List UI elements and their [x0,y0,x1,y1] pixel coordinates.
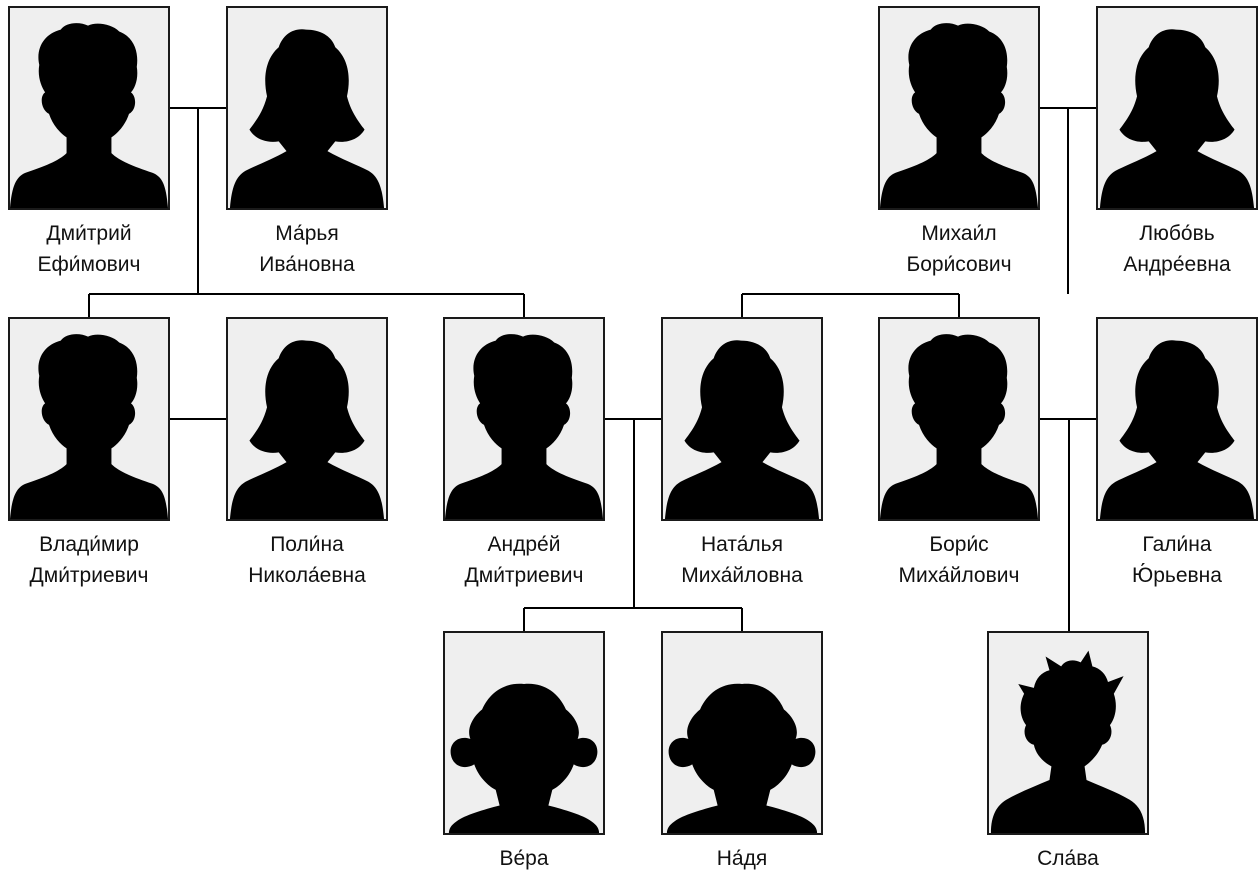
man-silhouette-icon [445,334,603,519]
portrait-vladimir [8,317,170,521]
first-name: Гали́на [1142,533,1212,556]
patronymic: Ю́рьевна [1132,564,1222,587]
patronymic: Миха́йлович [898,564,1020,587]
patronymic: Никола́евна [248,564,366,587]
portrait-nadya [661,631,823,835]
portrait-marya [226,6,388,210]
patronymic: Миха́йловна [681,564,803,587]
man-silhouette-icon [10,23,168,208]
portrait-polina [226,317,388,521]
first-name: Влади́мир [39,533,139,556]
portrait-slava [987,631,1149,835]
patronymic: Ива́новна [259,253,355,276]
first-name: Сла́ва [1037,847,1099,870]
woman-silhouette-icon [229,340,385,519]
first-name: Ма́рья [275,222,339,245]
first-name: Поли́на [270,533,344,556]
woman-silhouette-icon [664,340,820,519]
woman-silhouette-icon [1099,340,1255,519]
portrait-vera [443,631,605,835]
man-silhouette-icon [880,23,1038,208]
patronymic: Бори́сович [906,253,1012,276]
person-name-nadya: На́дя [642,843,842,874]
patronymic: Дми́триевич [464,564,584,587]
first-name: Михаи́л [921,222,997,245]
first-name: Любо́вь [1139,222,1215,245]
portrait-dmitry [8,6,170,210]
patronymic: Дми́триевич [29,564,149,587]
portrait-galina [1096,317,1258,521]
woman-silhouette-icon [229,29,385,208]
portrait-lyubov [1096,6,1258,210]
first-name: На́дя [716,847,768,870]
girl-silhouette-icon [448,683,600,833]
portrait-natalya [661,317,823,521]
portrait-mikhail [878,6,1040,210]
patronymic: Андре́евна [1123,253,1231,276]
person-name-vera: Ве́ра [424,843,624,874]
first-name: Андре́й [487,533,561,556]
first-name: Бори́с [929,533,989,556]
person-name-slava: Сла́ва [968,843,1168,874]
patronymic: Ефи́мович [37,253,141,276]
portrait-andrey [443,317,605,521]
man-silhouette-icon [880,334,1038,519]
first-name: Дми́трий [46,222,132,245]
portrait-boris [878,317,1040,521]
first-name: Ве́ра [499,847,549,870]
girl-silhouette-icon [666,683,818,833]
boy-silhouette-icon [990,650,1146,833]
woman-silhouette-icon [1099,29,1255,208]
first-name: Ната́лья [700,533,783,556]
man-silhouette-icon [10,334,168,519]
